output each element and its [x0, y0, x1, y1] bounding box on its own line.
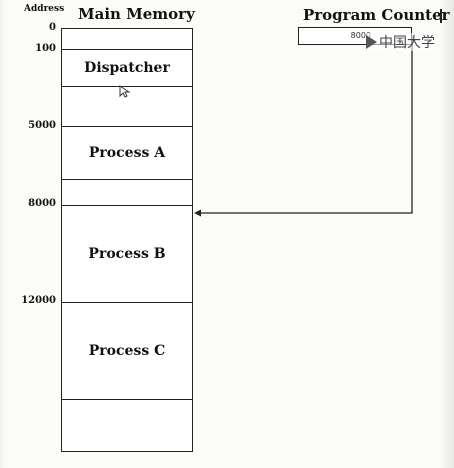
main-memory-block: Dispatcher Process A Process B Process C: [61, 28, 193, 452]
main-memory-header: Main Memory: [78, 5, 195, 23]
address-label: 0: [49, 22, 56, 33]
memory-segment-dispatcher: Dispatcher: [62, 50, 192, 87]
edge-mark: [440, 9, 442, 23]
memory-segment-shaded: [62, 29, 192, 50]
address-label: 100: [35, 43, 56, 54]
play-icon: [366, 35, 377, 49]
address-label: 5000: [28, 120, 56, 131]
memory-segment-process-c: Process C: [62, 303, 192, 400]
mouse-cursor-icon: [119, 85, 131, 98]
address-column-header: Address: [24, 4, 65, 14]
memory-segment-process-b: Process B: [62, 206, 192, 303]
watermark-logo: 中国大学: [366, 33, 435, 51]
address-label: 8000: [28, 198, 56, 209]
program-counter-header: Program Counter: [303, 6, 450, 24]
memory-segment-shaded: [62, 87, 192, 127]
pointer-line: [200, 36, 413, 214]
program-counter-value: 8000: [350, 31, 371, 40]
memory-segment-shaded: [62, 180, 192, 206]
arrowhead: [194, 209, 201, 217]
address-label: 12000: [21, 295, 56, 306]
memory-segment-process-a: Process A: [62, 127, 192, 180]
watermark-text: 中国大学: [379, 35, 435, 51]
